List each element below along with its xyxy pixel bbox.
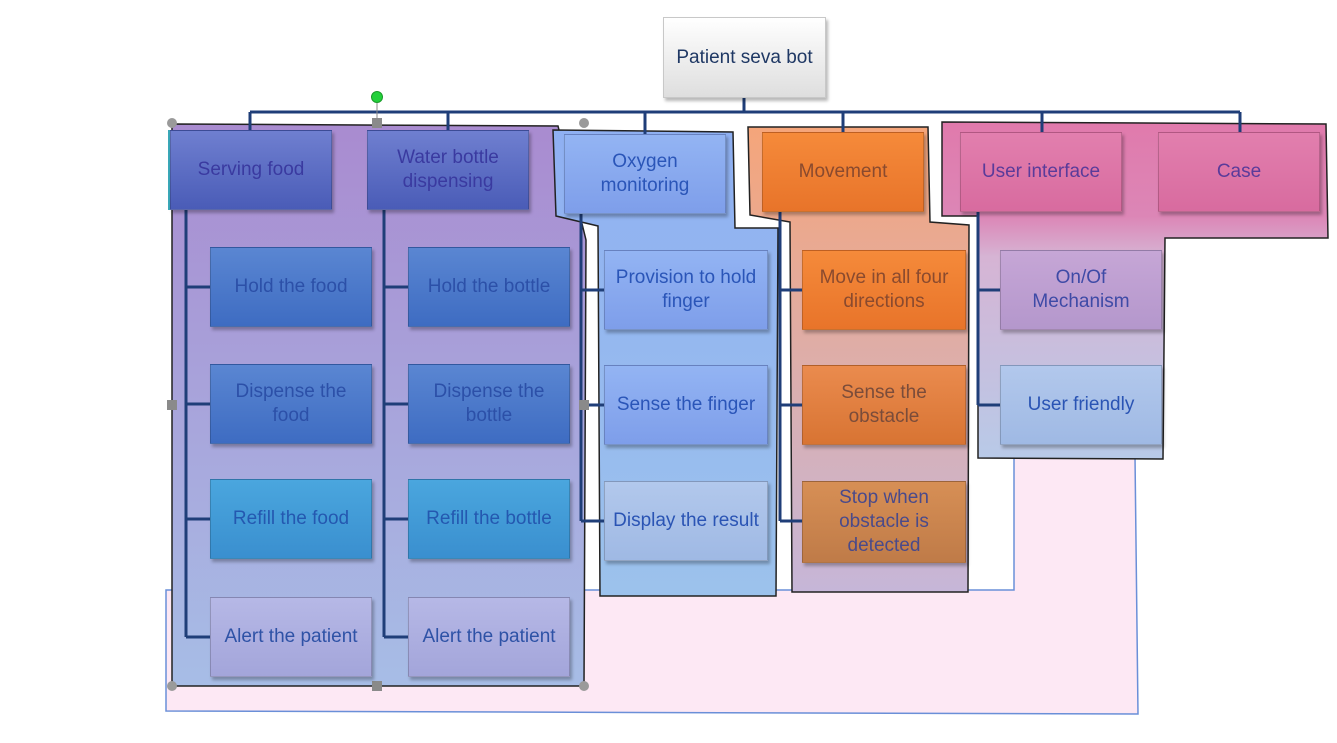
- node-user-interface[interactable]: User interface: [960, 132, 1122, 212]
- corner-handle: [167, 118, 177, 128]
- node-sense-the-finger[interactable]: Sense the finger: [604, 365, 768, 445]
- node-provision-to-hold-finger[interactable]: Provision to hold finger: [604, 250, 768, 330]
- node-stop-when-obstacle-detected[interactable]: Stop when obstacle is detected: [802, 481, 966, 563]
- edge-handle: [372, 681, 382, 691]
- node-refill-the-bottle[interactable]: Refill the bottle: [408, 479, 570, 559]
- node-sense-the-obstacle[interactable]: Sense the obstacle: [802, 365, 966, 445]
- corner-handle: [579, 681, 589, 691]
- node-hold-the-food[interactable]: Hold the food: [210, 247, 372, 327]
- root-node[interactable]: Patient seva bot: [663, 17, 826, 98]
- node-movement[interactable]: Movement: [762, 132, 924, 212]
- connectors: [184, 98, 1242, 639]
- node-dispense-the-food[interactable]: Dispense the food: [210, 364, 372, 444]
- group-movement: [747, 126, 970, 593]
- node-alert-the-patient-bottle[interactable]: Alert the patient: [408, 597, 570, 677]
- node-case[interactable]: Case: [1158, 132, 1320, 212]
- node-on-of-mechanism[interactable]: On/Of Mechanism: [1000, 250, 1162, 330]
- node-serving-food[interactable]: Serving food: [170, 130, 332, 210]
- corner-handle: [579, 118, 589, 128]
- node-move-in-all-four-directions[interactable]: Move in all four directions: [802, 250, 966, 330]
- node-oxygen-monitoring[interactable]: Oxygen monitoring: [564, 134, 726, 214]
- group-oxygen: [552, 129, 779, 597]
- node-hold-the-bottle[interactable]: Hold the bottle: [408, 247, 570, 327]
- node-user-friendly[interactable]: User friendly: [1000, 365, 1162, 445]
- edge-handle: [372, 118, 382, 128]
- node-display-the-result[interactable]: Display the result: [604, 481, 768, 561]
- node-water-bottle-dispensing[interactable]: Water bottle dispensing: [367, 130, 529, 210]
- node-dispense-the-bottle[interactable]: Dispense the bottle: [408, 364, 570, 444]
- edge-handle: [579, 400, 589, 410]
- corner-handle: [167, 681, 177, 691]
- node-alert-the-patient-food[interactable]: Alert the patient: [210, 597, 372, 677]
- selection-handles[interactable]: [167, 91, 589, 692]
- rotate-handle: [371, 91, 383, 103]
- edge-handle: [167, 400, 177, 410]
- node-refill-the-food[interactable]: Refill the food: [210, 479, 372, 559]
